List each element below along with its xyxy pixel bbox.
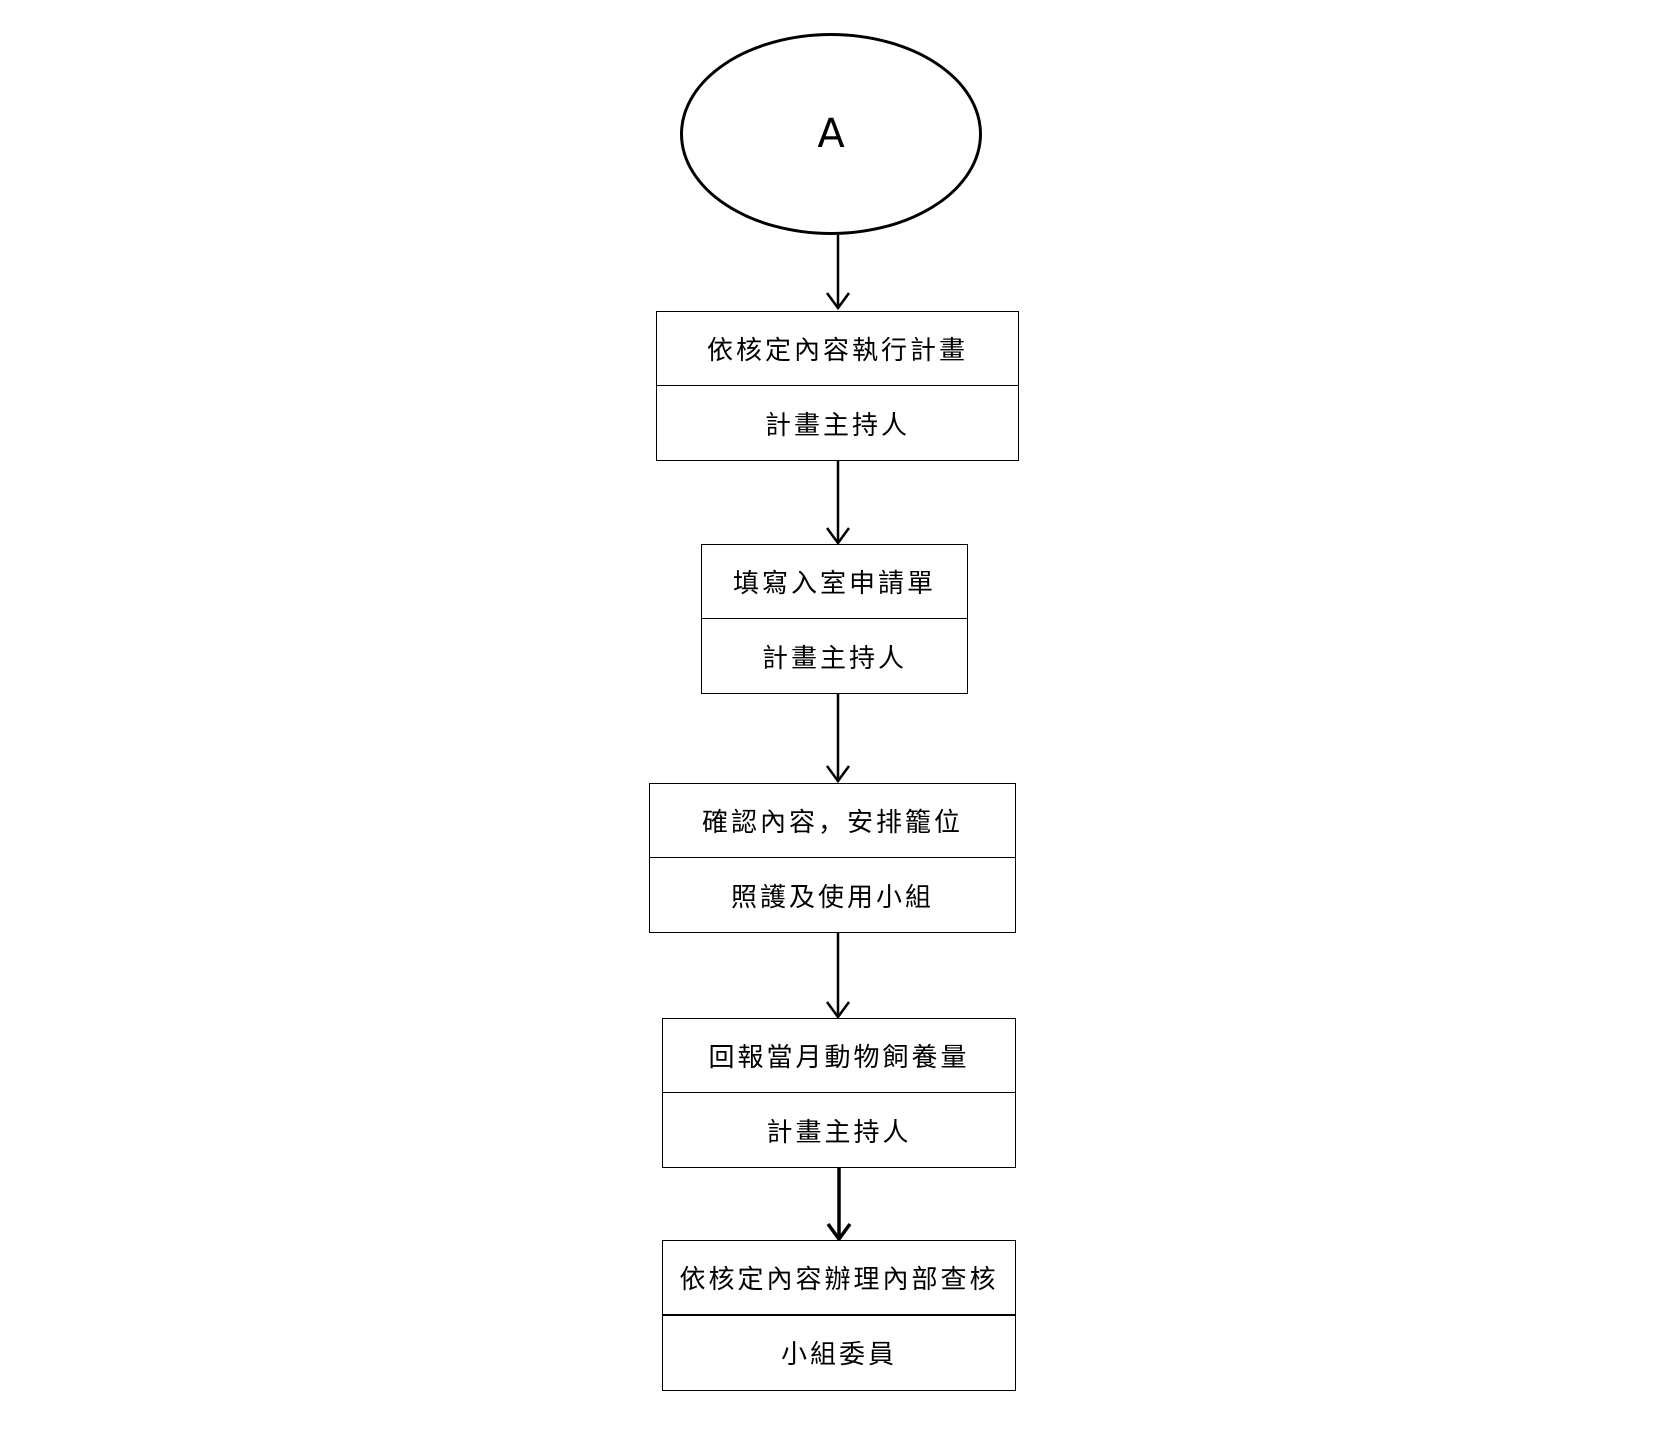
arrowhead-3 <box>825 765 851 784</box>
step-3-role: 照護及使用小組 <box>730 882 934 913</box>
step-2-role: 計畫主持人 <box>761 643 907 674</box>
arrowhead-2 <box>825 527 851 546</box>
connector-a: A <box>680 33 982 235</box>
step-2: 填寫入室申請單 計畫主持人 <box>701 544 968 694</box>
arrowhead-4 <box>825 1001 851 1020</box>
arrowhead-1 <box>825 292 851 311</box>
step-3-action: 確認內容，安排籠位 <box>650 784 1015 858</box>
arrowhead-5 <box>826 1222 852 1242</box>
step-3: 確認內容，安排籠位 照護及使用小組 <box>649 783 1016 933</box>
step-1-action: 依核定內容執行計畫 <box>657 312 1018 386</box>
step-4-action: 回報當月動物飼養量 <box>663 1019 1015 1093</box>
step-1: 依核定內容執行計畫 計畫主持人 <box>656 311 1019 461</box>
step-4-role: 計畫主持人 <box>766 1117 912 1148</box>
step-5-action: 依核定內容辦理內部查核 <box>663 1241 1015 1316</box>
step-1-role: 計畫主持人 <box>764 410 910 441</box>
step-4: 回報當月動物飼養量 計畫主持人 <box>662 1018 1016 1168</box>
step-5: 依核定內容辦理內部查核 小組委員 <box>662 1240 1016 1391</box>
connector-label: A <box>817 111 845 157</box>
step-2-action: 填寫入室申請單 <box>702 545 967 619</box>
step-5-role: 小組委員 <box>780 1340 897 1371</box>
